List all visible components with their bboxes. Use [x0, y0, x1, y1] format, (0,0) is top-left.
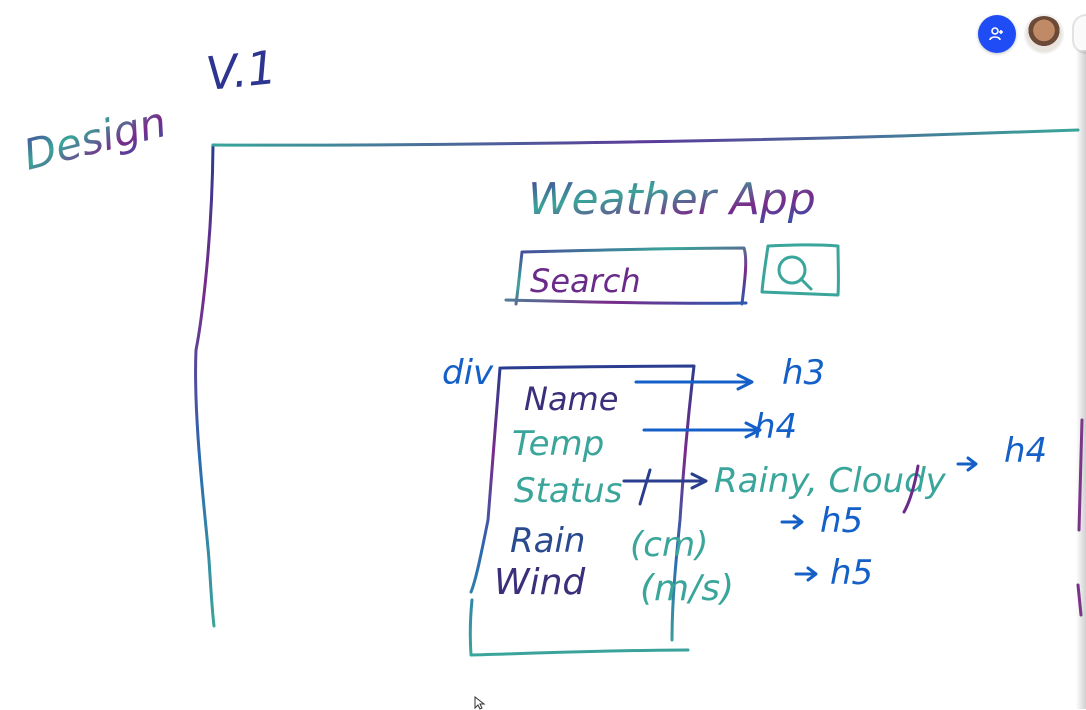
arrow-wind-tag — [794, 566, 818, 582]
container-box — [468, 364, 696, 657]
collaborators-bar — [978, 14, 1086, 54]
status-detail-tail — [902, 464, 920, 514]
field-wind: Wind — [494, 562, 586, 603]
wind-unit: (m/s) — [640, 568, 734, 609]
search-placeholder: Search — [530, 262, 641, 300]
tag-rain: h5 — [820, 501, 863, 541]
search-button[interactable] — [760, 243, 840, 297]
field-rain: Rain — [510, 521, 585, 561]
page-frame — [194, 143, 216, 628]
field-name: Name — [524, 380, 618, 418]
second-avatar-edge[interactable] — [1072, 14, 1086, 54]
tag-wind: h5 — [830, 553, 873, 593]
page-frame-top — [211, 128, 1080, 147]
arrow-name — [634, 373, 754, 391]
tag-name: h3 — [782, 353, 825, 393]
mouse-cursor-icon — [474, 696, 486, 710]
page-frame-right-edge — [1076, 418, 1084, 617]
status-detail: Rainy, Cloudy — [714, 461, 947, 501]
tag-status: h4 — [1004, 431, 1047, 471]
app-title: Weather App — [528, 174, 816, 225]
arrow-temp — [642, 421, 762, 439]
scroll-edge-shadow — [1076, 50, 1086, 709]
field-temp: Temp — [512, 424, 604, 464]
tag-temp: h4 — [754, 407, 797, 447]
version-label: V.1 — [204, 40, 279, 101]
search-icon — [777, 255, 813, 291]
user-avatar[interactable] — [1024, 14, 1064, 54]
search-box[interactable] — [504, 246, 748, 306]
design-label: Design — [19, 97, 172, 180]
arrow-status-tag — [956, 456, 978, 472]
arrow-rain-tag — [780, 514, 804, 530]
arrow-status — [622, 468, 708, 506]
container-label: div — [442, 353, 494, 393]
invite-button[interactable] — [978, 15, 1016, 53]
field-status: Status — [514, 471, 622, 511]
add-person-icon — [989, 27, 1003, 41]
rain-unit: (cm) — [630, 525, 708, 565]
